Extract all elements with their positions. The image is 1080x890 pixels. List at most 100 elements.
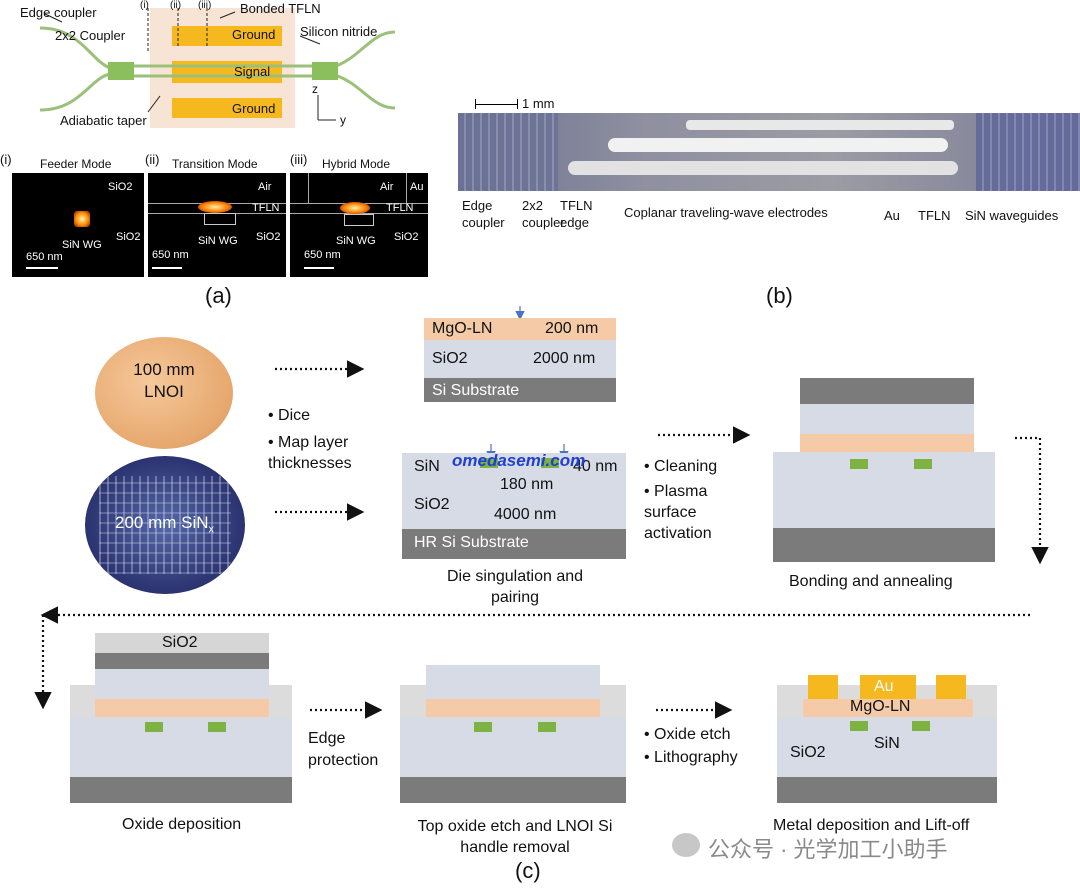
feeder-label-sio2-top: SiO2 — [108, 181, 133, 193]
transition-label-tfln: TFLN — [252, 202, 280, 214]
etch-bottom-sio2 — [400, 717, 626, 777]
final-label-sio2: SiO2 — [790, 744, 826, 761]
transition-label-sio2: SiO2 — [256, 231, 281, 243]
b-label-2x2-coupler: 2x2 coupler — [522, 198, 565, 230]
oxide-top-sio2 — [95, 633, 269, 653]
transition-label-sin-wg: SiN WG — [198, 235, 238, 247]
transition-scale: 650 nm — [152, 249, 189, 261]
mode-marker-ii: (ii) — [145, 152, 160, 167]
axis-y: y — [340, 113, 346, 127]
final-wg-2 — [912, 721, 930, 731]
label-edge-coupler: Edge coupler — [20, 5, 97, 20]
watermark-url: omedasemi.com — [452, 451, 586, 470]
label-adiabatic-taper: Adiabatic taper — [60, 113, 147, 128]
marker-i: (i) — [140, 0, 149, 11]
litho-bullet-1: • Oxide etch — [644, 726, 731, 743]
hybrid-label-sin-wg: SiN WG — [336, 235, 376, 247]
oxide-wg-1 — [145, 722, 163, 732]
etch-sio2 — [426, 665, 600, 699]
hybrid-label-sio2: SiO2 — [394, 231, 419, 243]
lnoi-label-sio2: SiO2 — [432, 350, 468, 367]
mode-marker-i: (i) — [0, 152, 12, 167]
lnoi-stack-si — [424, 378, 616, 402]
transition-label-air: Air — [258, 181, 272, 193]
bond-wg-2 — [914, 459, 932, 469]
panel-a-schematic: Edge coupler 2x2 Coupler Adiabatic taper… — [0, 0, 440, 150]
sin-label-sio2: SiO2 — [414, 496, 450, 513]
sin-wafer: 200 mm SiNx — [85, 456, 245, 594]
sin-label-sub: HR Si Substrate — [414, 534, 529, 551]
hybrid-mode-panel: Air Au TFLN SiN WG SiO2 650 nm — [290, 173, 428, 277]
mode-title-transition: Transition Mode — [172, 157, 258, 171]
label-silicon-nitride: Silicon nitride — [300, 24, 378, 39]
watermark-account: 公众号 · 光学加工小助手 — [708, 837, 948, 862]
final-au-left — [808, 675, 838, 699]
transition-mode-panel: Air TFLN SiN WG SiO2 650 nm — [148, 173, 286, 277]
bond-si-handle — [800, 378, 974, 404]
lnoi-label-ln: MgO-LN — [432, 320, 493, 337]
lnoi-stack-sio2 — [424, 340, 616, 378]
lnoi-label-ln-thick: 200 nm — [545, 320, 599, 337]
ground-electrode-top — [172, 26, 282, 46]
lnoi-label-sub: Si Substrate — [432, 382, 520, 399]
oxide-ln — [95, 699, 269, 717]
final-label-au: Au — [874, 678, 894, 695]
panel-b-scale: 1 mm — [522, 96, 555, 111]
etch-caption: Top oxide etch and LNOI Si handle remova… — [417, 818, 613, 856]
b-label-tfln-edge: TFLN edge — [560, 198, 593, 230]
label-bonded-tfln: Bonded TFLN — [240, 1, 321, 16]
b-label-edge-coupler: Edge coupler — [462, 198, 505, 230]
sin-stack-wg-1 — [480, 458, 498, 468]
label-signal: Signal — [234, 64, 271, 79]
lnoi-stack-ln — [424, 318, 616, 340]
final-si — [777, 777, 997, 803]
microscope-image — [458, 113, 1080, 191]
feeder-mode-panel: SiO2 SiO2 SiN WG 650 nm — [12, 173, 144, 277]
bond-wg-1 — [850, 459, 868, 469]
final-label-ln: MgO-LN — [850, 698, 911, 715]
sin-stack-sio2 — [402, 453, 626, 529]
dice-bullet-2: • Map layer thicknesses — [268, 434, 352, 472]
waveguide-lines — [39, 8, 396, 121]
metal-caption: Metal deposition and Lift-off — [773, 817, 970, 834]
hybrid-label-tfln: TFLN — [386, 202, 414, 214]
feeder-scale: 650 nm — [26, 251, 63, 263]
panel-a-label: (a) — [205, 283, 232, 308]
hybrid-label-au: Au — [410, 181, 424, 193]
final-au-center — [860, 675, 916, 699]
litho-bullet-2: • Lithography — [644, 749, 738, 766]
sin-label-sio2-thick: 4000 nm — [494, 506, 557, 523]
oxide-sio2 — [95, 669, 269, 699]
marker-iii: (iii) — [198, 0, 212, 11]
b-label-au: Au — [884, 208, 900, 223]
oxide-si — [70, 777, 292, 803]
oxide-layer-label: SiO2 — [162, 634, 198, 651]
sin-wafer-label: 200 mm SiNx — [115, 513, 215, 536]
sin-label-sin: SiN — [414, 458, 440, 475]
axis-z: z — [312, 82, 318, 96]
hybrid-label-air: Air — [380, 181, 394, 193]
lnoi-label-sio2-thick: 2000 nm — [533, 350, 596, 367]
final-label-sin: SiN — [874, 735, 900, 752]
label-2x2-coupler: 2x2 Coupler — [55, 28, 126, 43]
final-ln — [803, 699, 973, 717]
wechat-icon — [672, 833, 700, 857]
final-bottom-sio2 — [777, 717, 997, 777]
bond-caption: Bonding and annealing — [789, 573, 953, 590]
mode-title-feeder: Feeder Mode — [40, 157, 112, 171]
bond-ln — [800, 434, 974, 452]
oxide-bottom-sio2 — [70, 717, 292, 777]
clean-bullet-2: • Plasma surface activation — [644, 483, 712, 542]
edge-protection-label: Edge protection — [308, 730, 379, 769]
marker-ii: (ii) — [170, 0, 182, 11]
mode-marker-iii: (iii) — [290, 152, 308, 167]
sin-label-gap-thick: 180 nm — [500, 476, 554, 493]
sin-wafer-subscript: x — [208, 523, 215, 536]
label-ground-bottom: Ground — [232, 101, 276, 116]
etch-wg-1 — [474, 722, 492, 732]
clean-bullet-1: • Cleaning — [644, 458, 718, 475]
ground-electrode-bottom — [172, 98, 282, 118]
bond-bottom-sio2 — [773, 452, 995, 528]
b-label-sin-waveguides: SiN waveguides — [965, 208, 1059, 223]
oxide-wg-2 — [208, 722, 226, 732]
